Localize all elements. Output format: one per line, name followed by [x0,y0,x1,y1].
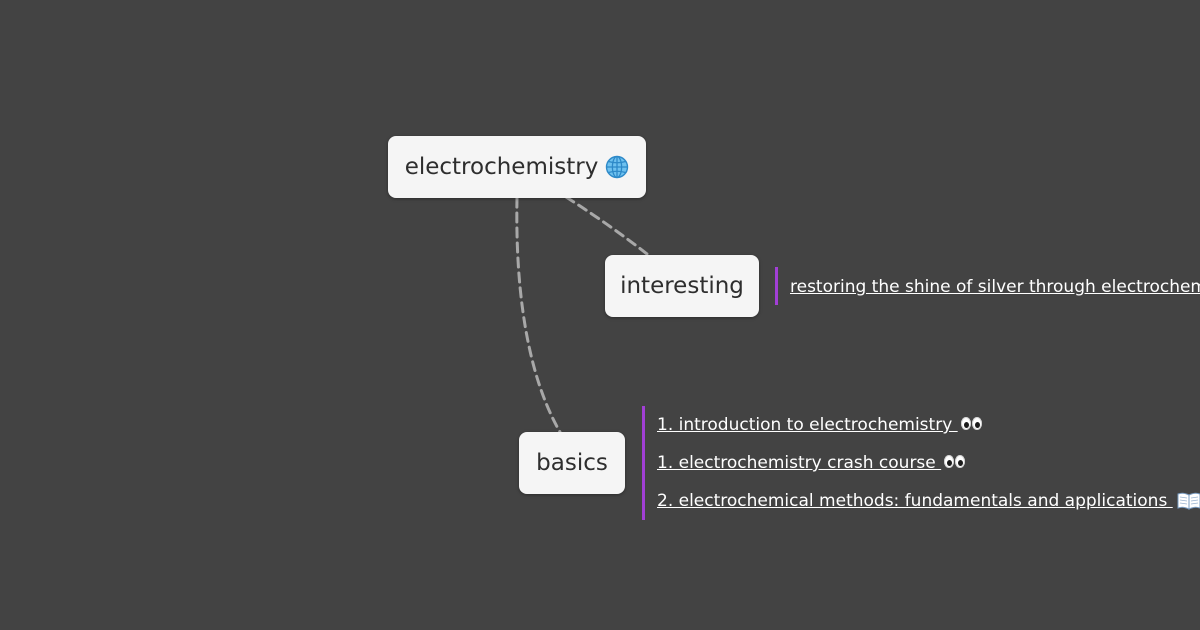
resource-link[interactable]: 1. introduction to electrochemistry [657,406,1200,444]
resource-link[interactable]: 1. electrochemistry crash course [657,444,1200,482]
globe-icon [606,155,629,179]
root-node[interactable]: electrochemistry [388,136,646,198]
book-icon [1177,492,1200,510]
link-list-basics: 1. introduction to electrochemistry 1. e… [642,406,1200,520]
branch-node-interesting[interactable]: interesting [605,255,759,317]
resource-link[interactable]: 2. electrochemical methods: fundamentals… [657,482,1200,520]
connector-root-interesting [564,195,649,256]
root-node-label: electrochemistry [404,154,599,180]
branch-node-label: interesting [620,273,744,299]
connector-root-basics [515,196,562,434]
branch-node-label: basics [536,450,608,476]
eyes-icon [944,444,966,482]
eyes-icon [960,406,983,444]
link-list-interesting: restoring the shine of silver through el… [775,267,1200,305]
branch-node-basics[interactable]: basics [519,432,625,494]
resource-link[interactable]: restoring the shine of silver through el… [790,277,1200,297]
